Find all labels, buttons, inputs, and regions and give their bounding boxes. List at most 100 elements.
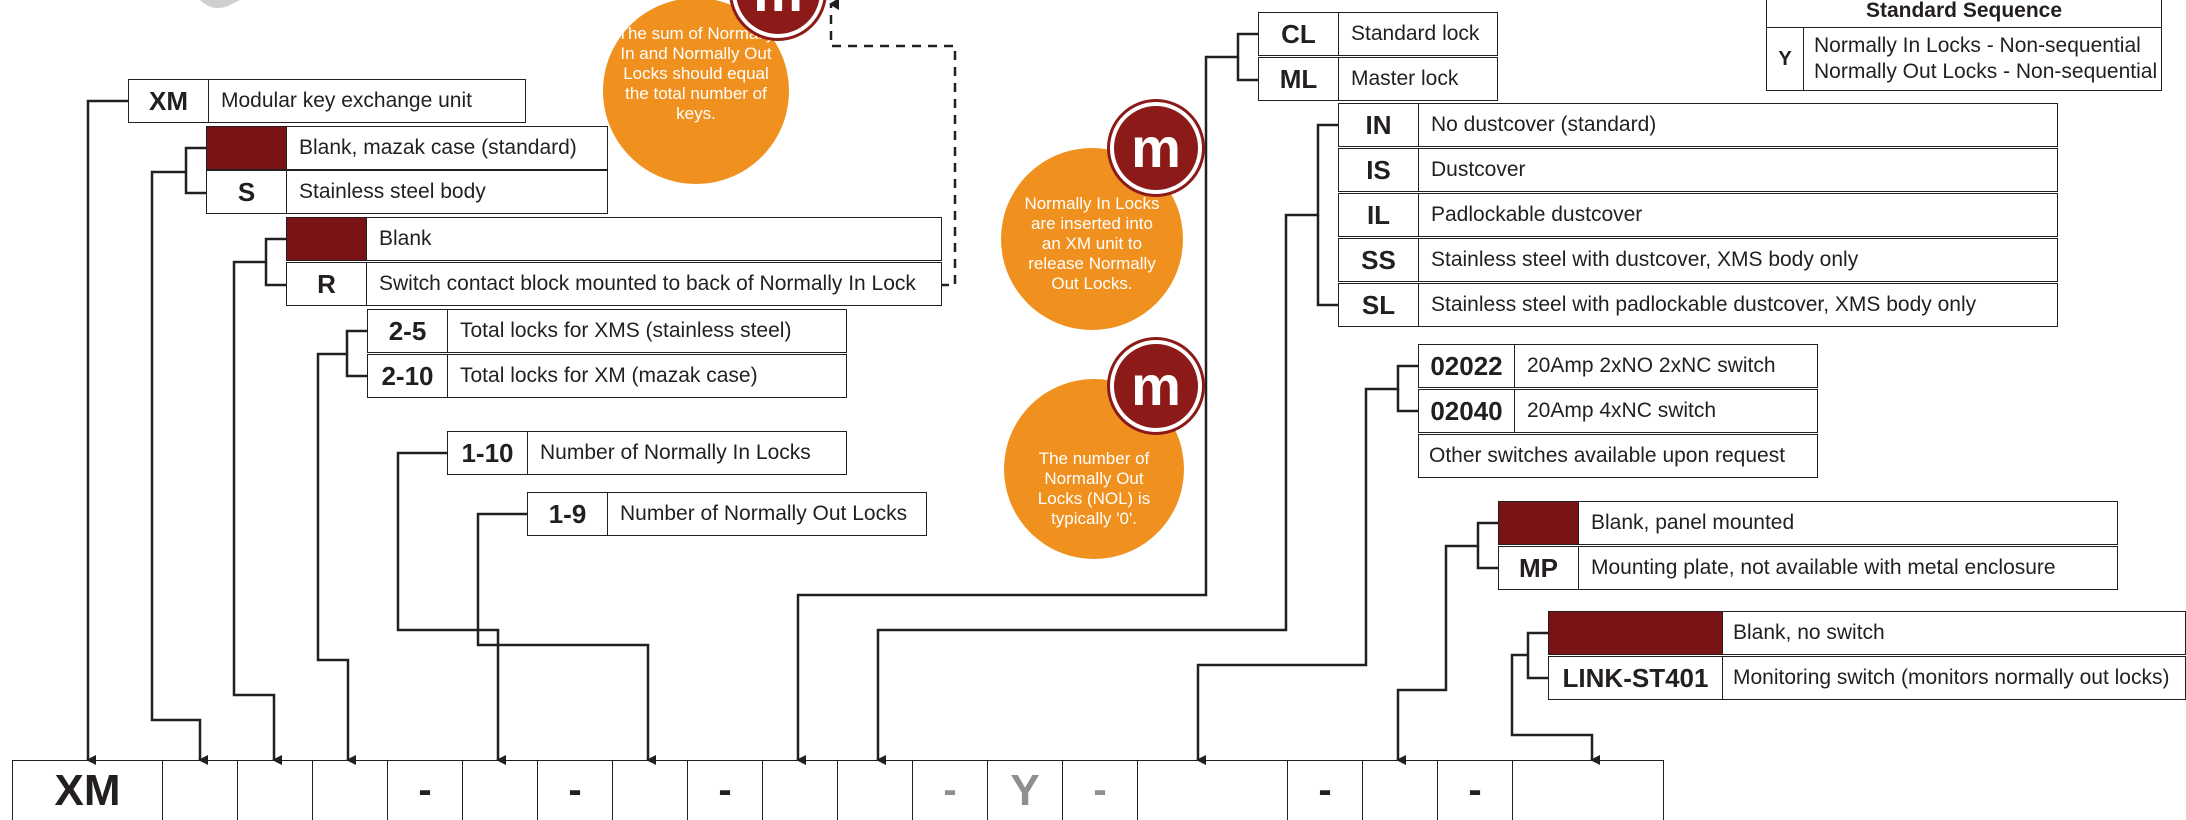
code-cell-dash: -	[688, 761, 763, 820]
option-is: IS Dustcover	[1338, 148, 2058, 192]
note-text: The sum of Normally In and Normally Out …	[617, 24, 775, 123]
option-code: IN	[1339, 104, 1419, 146]
option-body-blank: Blank, mazak case (standard)	[206, 126, 608, 170]
code-cell	[163, 761, 238, 820]
option-desc: Other switches available upon request	[1429, 444, 1786, 467]
option-code: IL	[1339, 194, 1419, 236]
option-desc: Total locks for XMS (stainless steel)	[460, 319, 792, 342]
option-sl: SL Stainless steel with padlockable dust…	[1338, 283, 2058, 327]
option-code: S	[207, 171, 287, 213]
option-cl: CL Standard lock	[1258, 12, 1498, 56]
sequence-title: Standard Sequence	[1767, 0, 2161, 28]
option-code: 02040	[1419, 390, 1515, 432]
note-bubble-normally-in: Normally In Locks are inserted into an X…	[1001, 148, 1183, 330]
option-code: MP	[1499, 547, 1579, 589]
option-xm: XM Modular key exchange unit	[128, 79, 526, 123]
option-il: IL Padlockable dustcover	[1338, 193, 2058, 237]
option-code: 2-10	[368, 355, 448, 397]
option-desc: Modular key exchange unit	[221, 89, 472, 112]
sequence-line-2: Normally Out Locks - Non-sequential	[1814, 60, 2158, 83]
option-link-blank: Blank, no switch	[1548, 611, 2186, 655]
option-desc: Stainless steel with padlockable dustcov…	[1431, 293, 1977, 316]
option-code: 1-10	[448, 432, 528, 474]
option-desc: Monitoring switch (monitors normally out…	[1733, 666, 2170, 689]
code-cell	[838, 761, 913, 820]
code-cell	[1138, 761, 1288, 820]
option-desc: Blank	[379, 227, 432, 250]
code-cell-sequence: Y	[988, 761, 1063, 820]
option-nil: 1-10 Number of Normally In Locks	[447, 431, 847, 475]
blank-swatch	[1549, 612, 1723, 654]
code-cell	[763, 761, 838, 820]
code-cell	[1513, 761, 1663, 820]
option-desc: Master lock	[1351, 67, 1459, 90]
option-desc: Stainless steel body	[299, 180, 486, 203]
blank-swatch	[287, 218, 367, 260]
option-sw-other: Other switches available upon request	[1418, 434, 1818, 478]
option-desc: Stainless steel with dustcover, XMS body…	[1431, 248, 1859, 271]
option-code: ML	[1259, 58, 1339, 100]
code-cell	[1363, 761, 1438, 820]
option-sw-02040: 02040 20Amp 4xNC switch	[1418, 389, 1818, 433]
option-mount-blank: Blank, panel mounted	[1498, 501, 2118, 545]
sequence-row: Y Normally In Locks - Non-sequential Nor…	[1767, 28, 2161, 90]
code-cell-dash: -	[913, 761, 988, 820]
option-desc: Number of Normally In Locks	[540, 441, 811, 464]
option-contact-r: R Switch contact block mounted to back o…	[286, 262, 942, 306]
option-desc: Standard lock	[1351, 22, 1480, 45]
option-desc: Number of Normally Out Locks	[620, 502, 908, 525]
option-code: LINK-ST401	[1549, 657, 1723, 699]
option-desc: Padlockable dustcover	[1431, 203, 1643, 226]
blank-swatch	[1499, 502, 1579, 544]
note-text: Normally In Locks are inserted into an X…	[1024, 194, 1160, 293]
option-contact-blank: Blank	[286, 217, 942, 261]
option-desc: Total locks for XM (mazak case)	[460, 364, 758, 387]
standard-sequence-table: Standard Sequence Y Normally In Locks - …	[1766, 0, 2162, 91]
code-cell	[613, 761, 688, 820]
option-desc: 20Amp 2xNO 2xNC switch	[1527, 354, 1776, 377]
code-cell-dash: -	[1063, 761, 1138, 820]
option-nol: 1-9 Number of Normally Out Locks	[527, 492, 927, 536]
option-desc: Blank, no switch	[1733, 621, 1885, 644]
sequence-code: Y	[1767, 28, 1804, 90]
option-in: IN No dustcover (standard)	[1338, 103, 2058, 147]
code-cell-dash: -	[1438, 761, 1513, 820]
code-cell	[238, 761, 313, 820]
option-desc: Blank, panel mounted	[1591, 511, 1795, 534]
option-desc: Dustcover	[1431, 158, 1526, 181]
option-desc: Mounting plate, not available with metal…	[1591, 556, 2056, 579]
option-mount-mp: MP Mounting plate, not available with me…	[1498, 546, 2118, 590]
option-ss: SS Stainless steel with dustcover, XMS b…	[1338, 238, 2058, 282]
code-cell-dash: -	[388, 761, 463, 820]
code-cell-dash: -	[1288, 761, 1363, 820]
order-code-bar: XM - - - - Y - - -	[12, 760, 1664, 820]
note-text: The number of Normally Out Locks (NOL) i…	[1037, 449, 1151, 528]
option-body-s: S Stainless steel body	[206, 170, 608, 214]
option-code: 2-5	[368, 310, 448, 352]
m-badge-icon: m	[1110, 102, 1202, 194]
sequence-line-1: Normally In Locks - Non-sequential	[1814, 34, 2141, 57]
code-cell-xm: XM	[13, 761, 163, 820]
option-code: 02022	[1419, 345, 1515, 387]
option-desc: 20Amp 4xNC switch	[1527, 399, 1717, 422]
option-code: SS	[1339, 239, 1419, 281]
option-code: CL	[1259, 13, 1339, 55]
option-code: SL	[1339, 284, 1419, 326]
code-cell	[313, 761, 388, 820]
code-cell	[463, 761, 538, 820]
option-code: 1-9	[528, 493, 608, 535]
option-desc: Switch contact block mounted to back of …	[379, 272, 916, 295]
option-ml: ML Master lock	[1258, 57, 1498, 101]
option-link: LINK-ST401 Monitoring switch (monitors n…	[1548, 656, 2186, 700]
option-sw-02022: 02022 20Amp 2xNO 2xNC switch	[1418, 344, 1818, 388]
option-total-xms: 2-5 Total locks for XMS (stainless steel…	[367, 309, 847, 353]
blank-swatch	[207, 127, 287, 169]
code-cell-dash: -	[538, 761, 613, 820]
option-code: XM	[129, 80, 209, 122]
m-badge-icon: m	[1110, 340, 1202, 432]
option-desc: Blank, mazak case (standard)	[299, 136, 577, 159]
option-code: R	[287, 263, 367, 305]
sequence-desc: Normally In Locks - Non-sequential Norma…	[1804, 28, 2161, 90]
option-total-xm: 2-10 Total locks for XM (mazak case)	[367, 354, 847, 398]
